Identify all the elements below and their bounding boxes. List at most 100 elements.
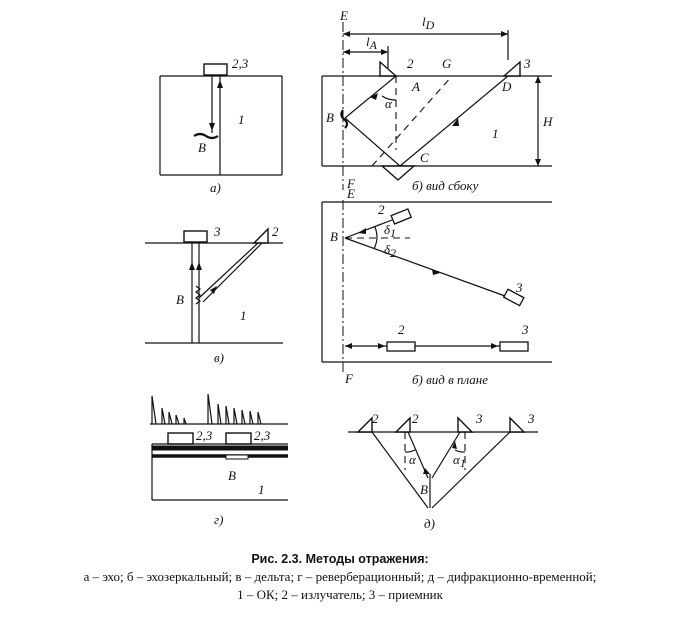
panel-b-probe-3 [502, 60, 521, 77]
panel-g-object-label: 1 [258, 482, 265, 497]
panel-d-label-2b: 2 [412, 411, 419, 426]
panel-bp-angle-delta2 [373, 237, 378, 250]
panel-bp-arrow-icon [358, 228, 366, 234]
panel-v-probe-3 [183, 230, 208, 243]
panel-bp-angle-delta1 [374, 226, 378, 239]
panel-d-probe-3b [509, 416, 526, 433]
panel-v-ray-2 [202, 242, 263, 303]
panel-a-probe [203, 63, 228, 76]
dim-arrow-icon [343, 31, 350, 37]
panel-g-echo-train-right [207, 393, 262, 425]
panel-bp-arrow-icon [345, 343, 352, 349]
panel-v-flaw [195, 285, 201, 305]
panel-b-label-b: B [326, 110, 334, 125]
panel-a-object-label: 1 [238, 112, 245, 127]
panel-bp-label-e: E [346, 186, 355, 201]
panel-g-label-right: 2,3 [254, 428, 271, 443]
caption-line-2: 1 – ОК; 2 – излучатель; 3 – приемник [237, 587, 443, 602]
dim-arrow-icon [381, 49, 388, 55]
panel-d-arrow-icon [423, 468, 430, 474]
panel-v-arrow-icon [196, 262, 202, 270]
panel-d-probe-2a [356, 416, 373, 433]
panel-d-angle-alpha1 [454, 449, 466, 453]
figure-caption: Рис. 2.3. Методы отражения: а – эхо; б –… [0, 550, 680, 604]
panel-v-arrow-icon [189, 262, 195, 270]
panel-d-ray-out [431, 431, 461, 479]
panel-bp-label-delta1: δ1 [384, 222, 396, 240]
panel-bp-caption: б) вид в плане [412, 372, 488, 387]
panel-d-label-3a: 3 [475, 411, 483, 426]
panel-b-label-d: D [501, 79, 512, 94]
panel-bp-ray-to-2 [344, 219, 393, 239]
panel-a-flaw [193, 132, 219, 140]
panel-v-caption: в) [214, 350, 224, 365]
panel-bp-label-f: F [344, 371, 354, 386]
panel-g-flaw-label: B [228, 468, 236, 483]
panel-b-angle-arc [381, 95, 397, 101]
panel-bp-ray-to-3 [344, 237, 506, 297]
panel-g-object-outline [151, 443, 288, 501]
panel-v-label-3: 3 [213, 224, 221, 239]
panel-b-ray-b-c [344, 117, 401, 167]
panel-b-label-h: H [542, 114, 553, 129]
panel-b-arrow-icon [452, 118, 459, 126]
panel-bp-probe-2-top [390, 208, 413, 225]
panel-bp-arrow-icon [378, 343, 385, 349]
panel-a-object-outline [159, 75, 283, 176]
panel-b-label-f: F [346, 176, 356, 191]
panel-v-flaw-label: B [176, 292, 184, 307]
panel-b-object-outline [321, 75, 552, 167]
panel-d-label-3b: 3 [527, 411, 535, 426]
figure-canvas: 2,3 1 B а) E F lD lA 2 3 G A D B C [145, 8, 553, 531]
panel-v-delta: 3 2 B 1 в) [145, 224, 283, 365]
panel-b-flaw [340, 109, 349, 129]
panel-bp-label-delta2: δ2 [384, 242, 396, 260]
panel-b-label-lA: lA [366, 34, 378, 52]
panel-d-probe-3a [457, 416, 474, 433]
panel-bp-arrow-icon [491, 343, 498, 349]
panel-b-label-lD: lD [422, 14, 435, 32]
panel-b-side-view: E F lD lA 2 3 G A D B C α [321, 8, 553, 193]
panel-b-label-3: 3 [523, 56, 531, 71]
panel-bp-label-2-bottom: 2 [398, 322, 405, 337]
panel-g-caption: г) [214, 512, 223, 527]
panel-g-flaw [225, 454, 249, 460]
panel-d-label-alpha: α [409, 452, 417, 467]
panel-d-v-left-outer [371, 431, 429, 509]
panel-b-label-c: C [420, 150, 429, 165]
panel-a-echo: 2,3 1 B а) [159, 56, 283, 195]
panel-v-label-2: 2 [272, 224, 279, 239]
panel-bp-label-b: B [330, 229, 338, 244]
panel-b-arrow-icon [370, 93, 378, 100]
panel-v-ray-1 [198, 242, 259, 299]
panel-g-label-left: 2,3 [196, 428, 213, 443]
panel-a-caption: а) [210, 180, 221, 195]
panel-bp-label-2-top: 2 [378, 202, 385, 217]
panel-bp-probe-3-bottom [499, 341, 529, 352]
panel-b-object-label: 1 [492, 126, 499, 141]
panel-a-arrow-icon [209, 123, 215, 131]
panel-g-probe-left [167, 432, 194, 445]
panel-d-angle-alpha [404, 449, 416, 453]
panel-bp-label-3-bottom: 3 [521, 322, 529, 337]
panel-d-v-right-outer [431, 431, 511, 509]
panel-a-flaw-label: B [198, 140, 206, 155]
panel-bp-probe-3-mid [502, 288, 525, 307]
panel-b-label-e: E [339, 8, 348, 23]
panel-b-probe-2 [379, 60, 398, 77]
panel-bp-arrow-icon [432, 269, 440, 275]
panel-a-arrow-up-icon [217, 80, 223, 88]
panel-b-label-2: 2 [407, 56, 414, 71]
panel-b-label-alpha: α [385, 96, 393, 111]
panel-b-probe-bottom [380, 165, 416, 181]
panel-b-label-g: G [442, 56, 452, 71]
panel-g-reverberation: 2,3 2,3 B 1 г) [150, 393, 288, 527]
panel-b-caption: б) вид сбоку [412, 178, 479, 193]
panel-d-label-alpha1: α1 [453, 452, 466, 470]
panel-v-probe-2 [252, 227, 269, 244]
dim-arrow-icon [501, 31, 508, 37]
caption-title: Рис. 2.3. Методы отражения: [251, 552, 429, 566]
panel-bp-object-outline [321, 201, 552, 363]
panel-v-arrow-icon [210, 286, 217, 294]
panel-b-plan-view: E F B δ1 δ2 2 3 2 3 б) вид в плане [321, 186, 552, 387]
